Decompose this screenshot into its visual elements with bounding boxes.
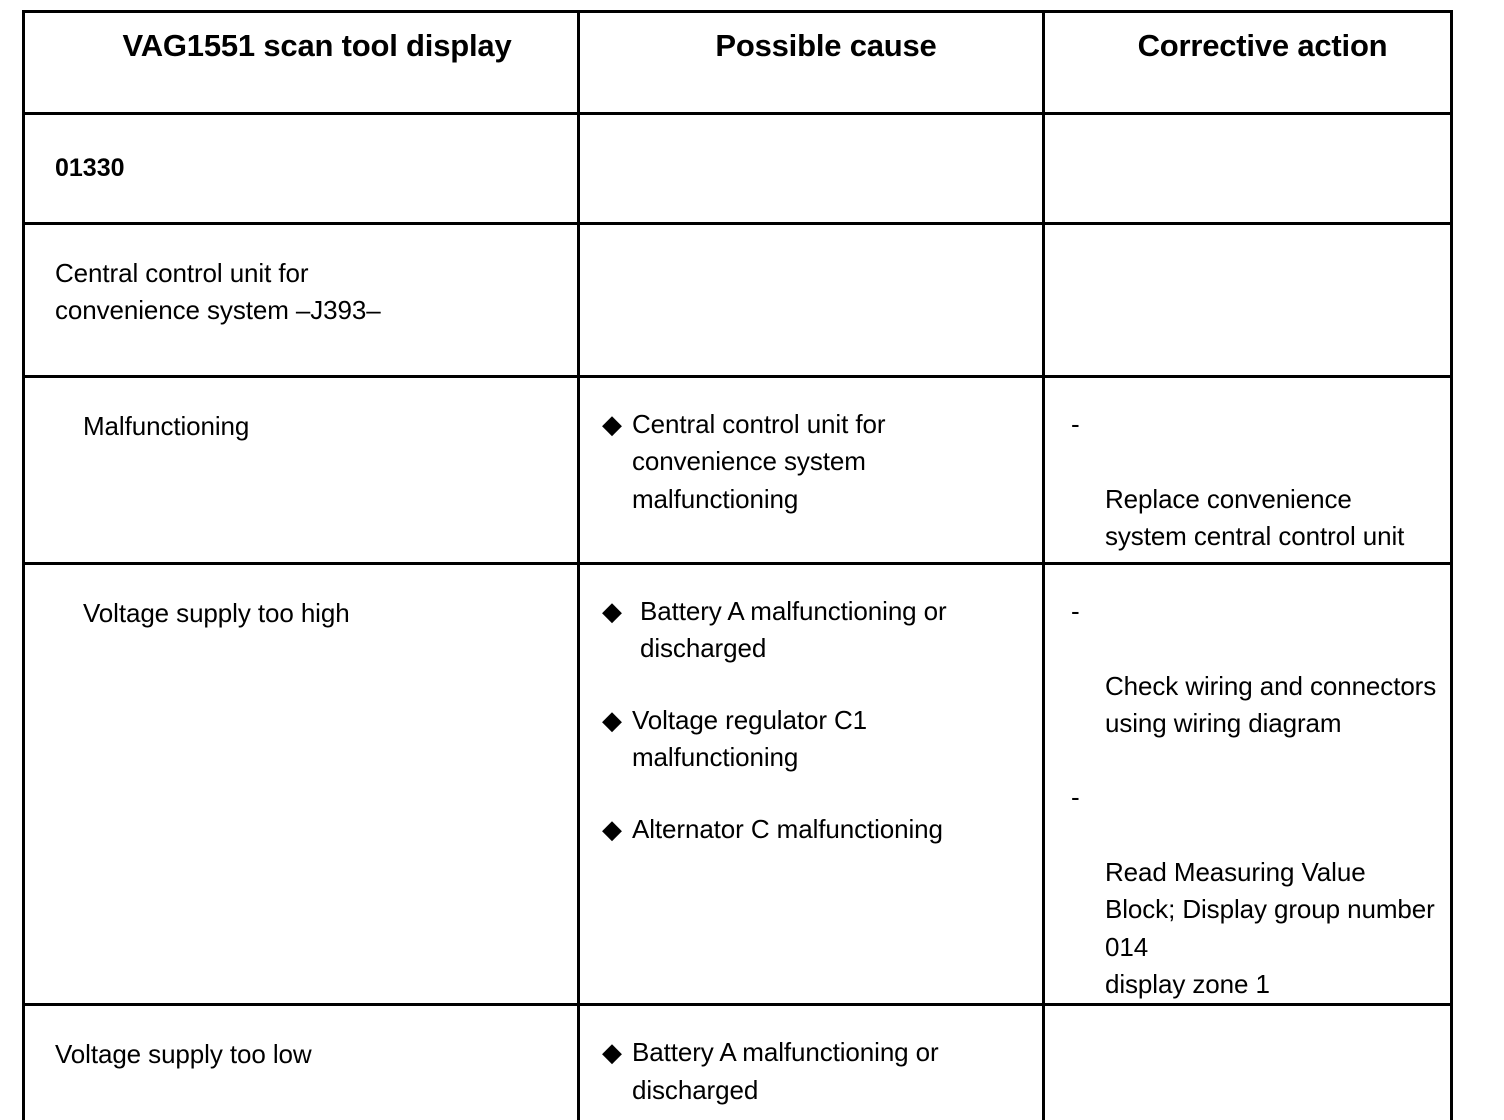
dash-bullet-icon: - <box>1071 781 1080 812</box>
list-item: ◆ Alternator C malfunctioning <box>602 811 1028 848</box>
list-item: ◆ Battery A malfunctioning or discharged <box>602 1034 1028 1109</box>
column-header-cause-label: Possible cause <box>715 28 937 63</box>
cell-display: Malfunctioning <box>22 375 580 565</box>
cause-list: ◆ Battery A malfunctioning or discharged… <box>580 565 1042 848</box>
diamond-bullet-icon: ◆ <box>602 409 622 439</box>
cell-action <box>1042 1003 1453 1120</box>
cell-cause: ◆ Central control unit for convenience s… <box>577 375 1045 565</box>
list-item-label: Check wiring and connectors using wiring… <box>1105 670 1437 739</box>
diamond-bullet-icon: ◆ <box>602 1037 622 1068</box>
column-header-display: VAG1551 scan tool display <box>22 10 580 115</box>
cell-cause: ◆ Battery A malfunctioning or discharged… <box>577 561 1045 1007</box>
list-item: ◆ Battery A malfunctioning or discharged <box>602 593 1028 668</box>
list-item-label: Read Measuring Value Block; Display grou… <box>1105 856 1435 999</box>
table-row: Voltage supply too high ◆ Battery A malf… <box>22 561 1453 1007</box>
cell-display: 01330 <box>22 112 580 225</box>
list-item: - Read Measuring Value Block; Display gr… <box>1071 779 1440 1004</box>
cause-list: ◆ Central control unit for convenience s… <box>580 378 1042 518</box>
table-row: Voltage supply too low ◆ Battery A malfu… <box>22 1003 1453 1120</box>
cause-list: ◆ Battery A malfunctioning or discharged <box>580 1006 1042 1109</box>
list-item-label: Alternator C malfunctioning <box>632 813 943 844</box>
list-item: - Check wiring and connectors using wiri… <box>1071 593 1440 743</box>
list-item-label: Central control unit for convenience sys… <box>632 409 886 514</box>
list-item-label: Replace convenience system central contr… <box>1105 483 1405 552</box>
symptom-text: Malfunctioning <box>83 411 250 441</box>
cell-action: - Replace convenience system central con… <box>1042 375 1453 565</box>
table-row: Central control unit for convenience sys… <box>22 222 1453 378</box>
table-header: VAG1551 scan tool display Possible cause… <box>22 10 1453 115</box>
cell-action <box>1042 222 1453 378</box>
column-header-action-label: Corrective action <box>1137 28 1388 63</box>
list-item-label: Battery A malfunctioning or discharged <box>640 596 947 664</box>
column-header-display-label: VAG1551 scan tool display <box>122 28 512 63</box>
column-header-cause: Possible cause <box>577 10 1045 115</box>
cell-cause <box>577 112 1045 225</box>
symptom-text: Voltage supply too high <box>83 598 350 628</box>
diamond-bullet-icon: ◆ <box>602 596 622 626</box>
component-name-text: Central control unit for convenience sys… <box>55 258 381 325</box>
list-item: ◆ Voltage regulator C1 malfunctioning <box>602 702 1028 777</box>
table-body: 01330 Central control unit for convenien… <box>22 112 1453 1120</box>
cell-display: Voltage supply too low <box>22 1003 580 1120</box>
action-list: - Check wiring and connectors using wiri… <box>1045 565 1450 1003</box>
action-list: - Replace convenience system central con… <box>1045 378 1450 556</box>
fault-code-table: VAG1551 scan tool display Possible cause… <box>22 10 1453 1120</box>
dash-bullet-icon: - <box>1071 409 1080 439</box>
cell-action <box>1042 112 1453 225</box>
column-header-action: Corrective action <box>1042 10 1453 115</box>
list-item: - Replace convenience system central con… <box>1071 406 1440 556</box>
diamond-bullet-icon: ◆ <box>602 813 622 844</box>
table-row: Malfunctioning ◆ Central control unit fo… <box>22 375 1453 565</box>
fault-code-value: 01330 <box>55 154 125 182</box>
cell-cause <box>577 222 1045 378</box>
cell-display: Central control unit for convenience sys… <box>22 222 580 378</box>
cell-action: - Check wiring and connectors using wiri… <box>1042 561 1453 1007</box>
cell-display: Voltage supply too high <box>22 561 580 1007</box>
list-item-label: Battery A malfunctioning or discharged <box>632 1037 939 1105</box>
symptom-text: Voltage supply too low <box>55 1039 312 1070</box>
header-row: VAG1551 scan tool display Possible cause… <box>22 10 1453 115</box>
list-item-label: Voltage regulator C1 malfunctioning <box>632 704 868 773</box>
dash-bullet-icon: - <box>1071 596 1080 626</box>
cell-cause: ◆ Battery A malfunctioning or discharged <box>577 1003 1045 1120</box>
table-row: 01330 <box>22 112 1453 225</box>
list-item: ◆ Central control unit for convenience s… <box>602 406 1028 518</box>
diamond-bullet-icon: ◆ <box>602 704 622 735</box>
